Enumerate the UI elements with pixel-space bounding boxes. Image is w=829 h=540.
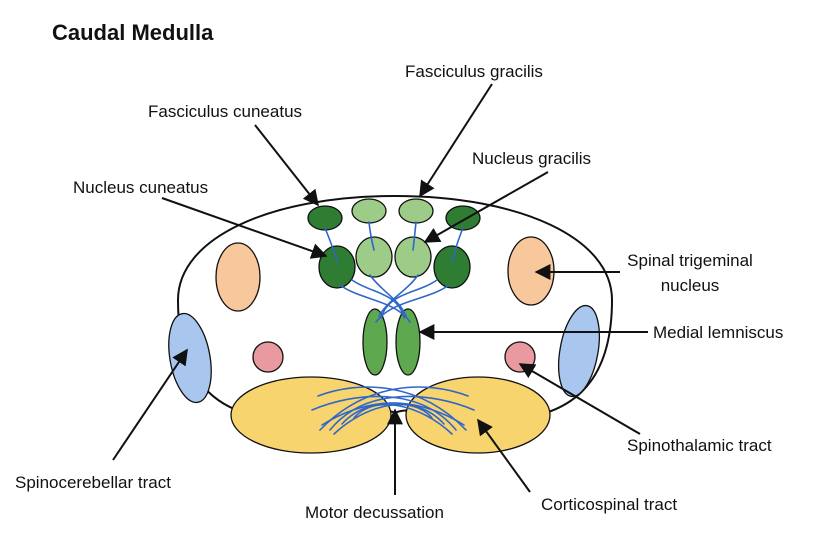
corticospinal-tract-right: [405, 376, 551, 454]
spinocerebellar-tract-left: [168, 312, 212, 404]
nucleus-gracilis-left: [355, 236, 393, 278]
label-corticospinal-tract: Corticospinal tract: [541, 495, 677, 514]
label-fasciculus-gracilis: Fasciculus gracilis: [405, 62, 543, 81]
arrow-spinothalamic: [518, 363, 641, 435]
arrow-spinocerebellar: [112, 348, 188, 461]
medial-lemniscus-right: [395, 308, 421, 376]
diagram-title: Caudal Medulla: [52, 20, 214, 45]
label-medial-lemniscus: Medial lemniscus: [653, 323, 783, 342]
internal-arcuate-fibers: [324, 221, 464, 323]
label-spinal-trigeminal-line2: nucleus: [661, 276, 720, 295]
fasciculus-gracilis-left: [351, 198, 387, 224]
arrow-fasciculus-gracilis: [419, 83, 493, 198]
nucleus-cuneatus-right: [433, 245, 471, 289]
nucleus-cuneatus-left: [318, 245, 356, 289]
corticospinal-tract-left: [230, 376, 392, 454]
arrow-nucleus-cuneatus: [161, 197, 328, 259]
label-nucleus-cuneatus: Nucleus cuneatus: [73, 178, 208, 197]
label-spinal-trigeminal-line1: Spinal trigeminal: [627, 251, 753, 270]
label-motor-decussation: Motor decussation: [305, 503, 444, 522]
fasciculus-cuneatus-left: [307, 205, 343, 231]
nucleus-gracilis-right: [394, 236, 432, 278]
spinothalamic-tract-right: [504, 341, 536, 373]
fasciculus-gracilis-right: [398, 198, 434, 224]
medial-lemniscus-left: [362, 308, 388, 376]
arrow-fasciculus-cuneatus: [254, 124, 319, 207]
spinal-trigeminal-nucleus-left: [215, 242, 261, 312]
leader-arrows: [112, 83, 648, 495]
label-nucleus-gracilis: Nucleus gracilis: [472, 149, 591, 168]
arrow-corticospinal: [477, 418, 531, 493]
arrow-nucleus-gracilis: [423, 171, 549, 243]
spinocerebellar-tract-right: [558, 304, 600, 398]
label-spinothalamic-tract: Spinothalamic tract: [627, 436, 772, 455]
decussation-fibers: [311, 386, 475, 435]
label-spinocerebellar-tract: Spinocerebellar tract: [15, 473, 171, 492]
label-fasciculus-cuneatus: Fasciculus cuneatus: [148, 102, 302, 121]
spinothalamic-tract-left: [252, 341, 284, 373]
